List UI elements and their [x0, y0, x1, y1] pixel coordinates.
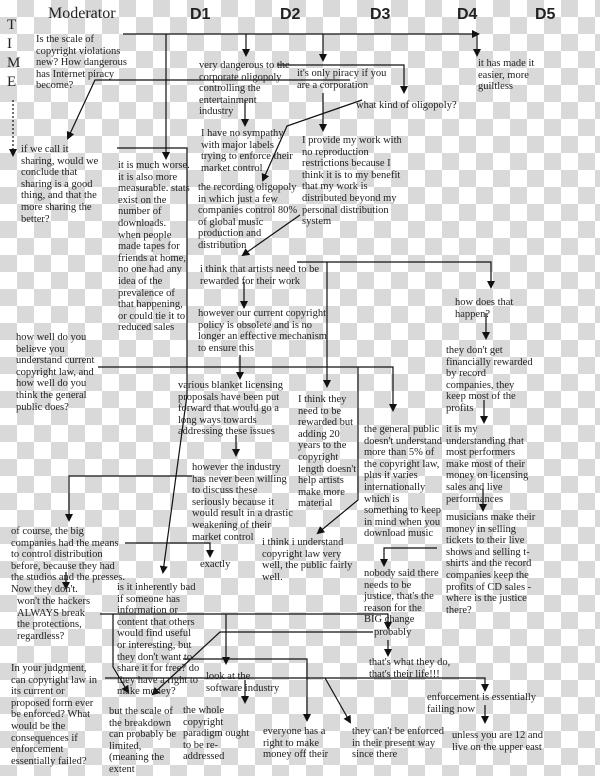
response-node: I have no sympathy with major labels try… — [201, 128, 293, 174]
response-node: they don't get financially rewarded by r… — [446, 345, 533, 414]
arrow — [316, 367, 359, 535]
arrow — [380, 547, 437, 567]
arrow — [277, 64, 408, 94]
d5-header: D5 — [535, 6, 556, 23]
response-node: the general public doesn't understand mo… — [364, 424, 443, 540]
response-node: that's what they do, that's their life!!… — [369, 657, 451, 680]
time-letter: M — [7, 55, 21, 71]
response-node: unless you are 12 and live on the upper … — [452, 730, 543, 753]
time-letter: T — [7, 17, 17, 33]
response-node: it is my understanding that most perform… — [446, 424, 529, 505]
moderator-question: Is the scale of copyright violations new… — [36, 34, 127, 92]
response-node: I think they need to be rewarded but add… — [298, 394, 357, 510]
response-node: look at the software industry — [206, 671, 280, 694]
moderator-question: won't the hackers ALWAYS break the prote… — [17, 596, 91, 642]
response-node: the whole copyright paradigm ought to be… — [183, 705, 250, 763]
arrow — [117, 147, 188, 574]
response-node: i think i understand copyright law very … — [262, 537, 353, 583]
response-node: but the scale of the breakdown can proba… — [109, 706, 177, 775]
response-node: it is much worse. it is also more measur… — [118, 160, 190, 334]
time-letter: I — [7, 36, 12, 52]
response-node: it's only piracy if you are a corporatio… — [297, 68, 387, 91]
arrow — [98, 366, 397, 412]
d2-header: D2 — [280, 6, 301, 23]
response-node: enforcement is essentially failing now — [427, 692, 537, 715]
response-node: i think that artists need to be rewarded… — [200, 264, 319, 287]
arrow — [151, 631, 373, 696]
arrow — [112, 614, 130, 694]
response-node: however the industry has never been will… — [192, 462, 293, 543]
response-node: nobody said there needs to be justice, t… — [364, 568, 439, 626]
response-node: everyone has a right to make money off t… — [263, 726, 329, 761]
response-node: musicians make their money in selling ti… — [446, 512, 536, 616]
response-node: what kind of oligopoly? — [356, 100, 457, 111]
moderator-question: In your judgment, can copyright law in i… — [11, 663, 98, 767]
arrow — [261, 99, 363, 182]
moderator-question: how well do you believe you understand c… — [16, 332, 95, 413]
arrow — [324, 677, 351, 724]
response-node: the recording oligopoly in which just a … — [198, 182, 298, 251]
moderator-header: Moderator — [48, 5, 116, 22]
d1-header: D1 — [190, 6, 211, 23]
arrow — [297, 261, 495, 289]
response-node: exactly — [200, 559, 231, 570]
response-node: probably — [374, 627, 412, 638]
response-node: it has made it easier, more guiltless — [478, 58, 535, 93]
response-node: is it inherently bad if someone has info… — [117, 582, 200, 698]
response-node: various blanket licensing proposals have… — [178, 380, 283, 438]
d3-header: D3 — [370, 6, 391, 23]
response-node: they can't be enforced in their present … — [352, 726, 444, 761]
d4-header: D4 — [457, 6, 478, 23]
arrow — [241, 214, 301, 257]
arrow — [100, 613, 392, 630]
time-letter: E — [7, 74, 17, 90]
moderator-question: if we call it sharing, would we conclude… — [21, 144, 99, 225]
arrow — [65, 475, 192, 522]
arrow-connectors — [9, 30, 495, 724]
arrow — [125, 542, 214, 558]
response-node: however our current copyright policy is … — [198, 308, 327, 354]
arrow — [66, 79, 350, 140]
arrow — [105, 677, 489, 692]
arrow — [183, 658, 311, 722]
response-node: how does that happen? — [455, 297, 514, 320]
moderator-question: of course, the big companies had the mea… — [11, 526, 126, 595]
response-node: very dangerous to the corporate oligopol… — [199, 60, 290, 118]
response-node: I provide my work with no reproduction r… — [302, 135, 402, 228]
